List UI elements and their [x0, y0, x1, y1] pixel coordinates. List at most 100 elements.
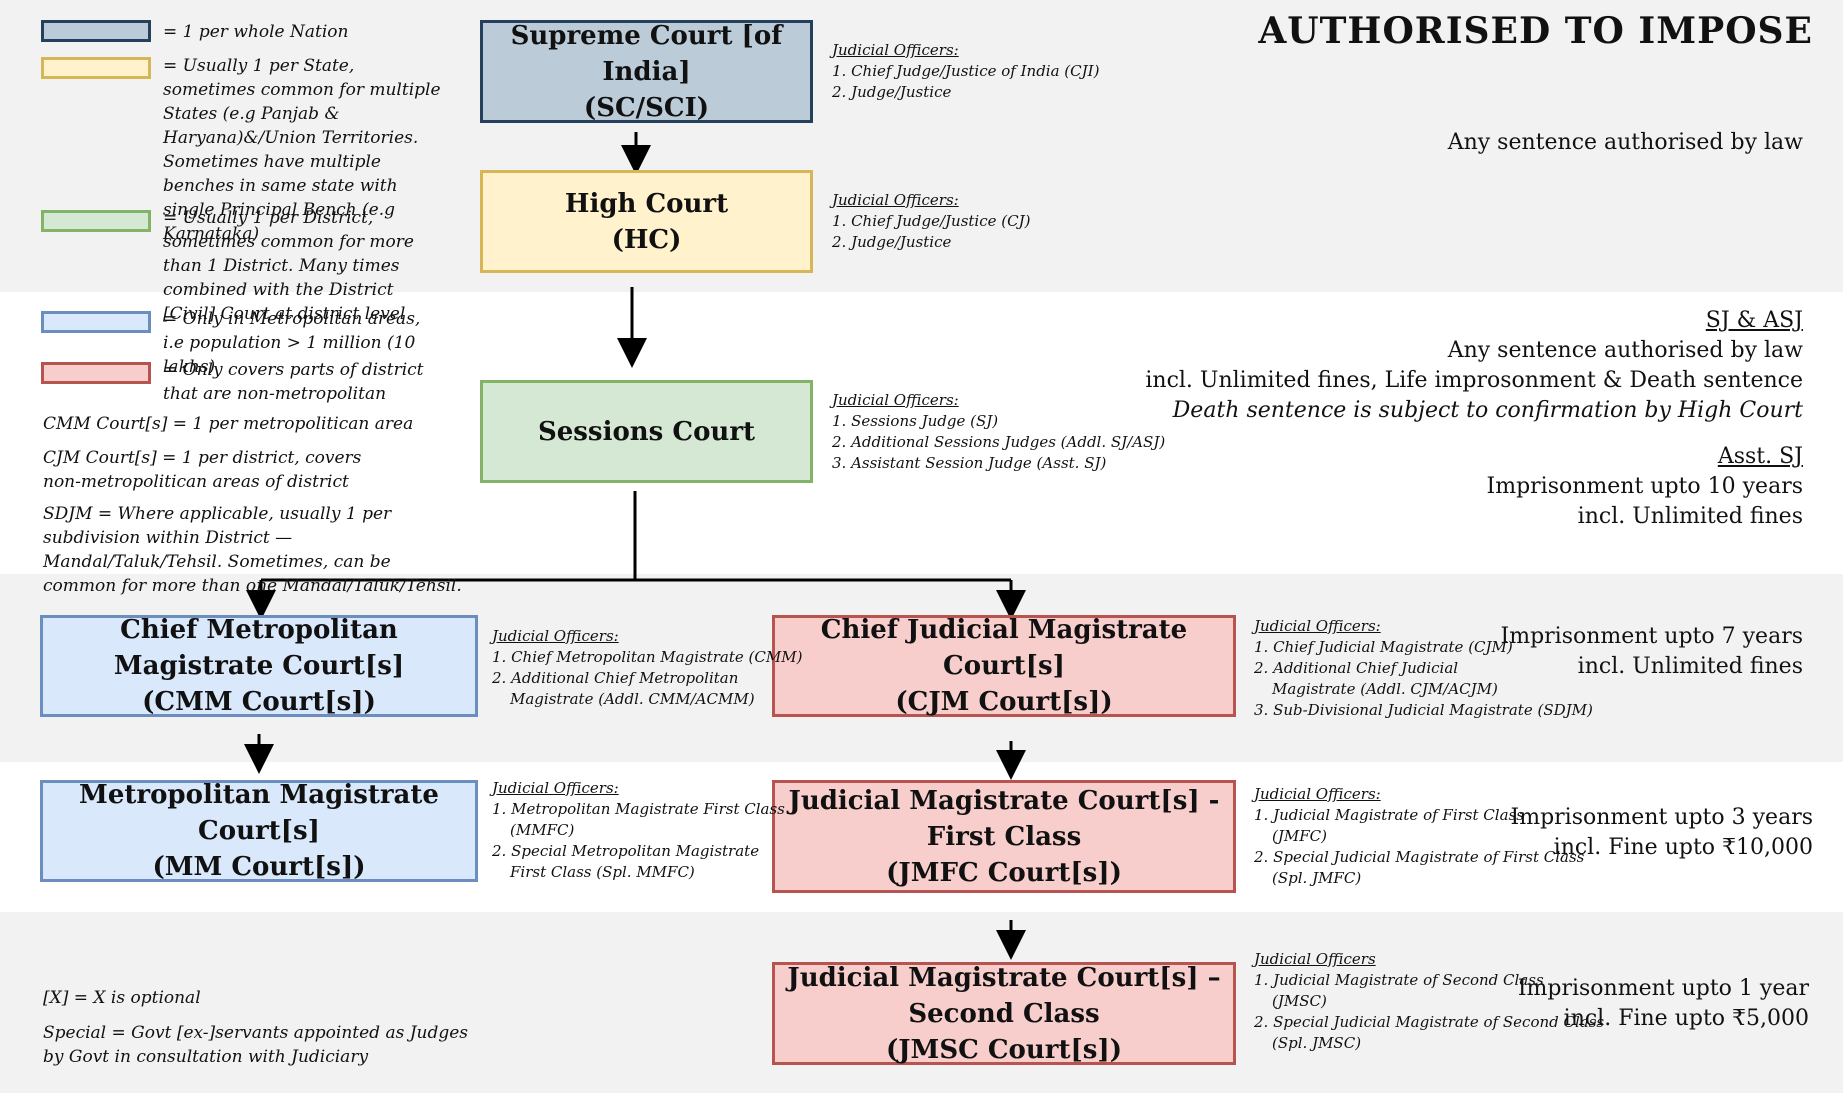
sentence-jmfc-line: Imprisonment upto 3 years: [1510, 805, 1813, 830]
officers-cjm-heading: Judicial Officers:: [1254, 617, 1381, 635]
officers-cmm-item: 1. Chief Metropolitan Magistrate (CMM): [492, 648, 803, 666]
officers-jmsc-heading: Judicial Officers: [1254, 950, 1376, 968]
sentence-sc-hc-text: Any sentence authorised by law: [1447, 130, 1803, 155]
officers-cjm-item: Magistrate (Addl. CJM/ACJM): [1272, 680, 1498, 698]
officers-sc-heading: Judicial Officers:: [832, 41, 959, 59]
court-cjm-abbr: (CJM Court[s]): [895, 687, 1113, 717]
legend-swatch-metro: [41, 311, 151, 333]
sentence-sj-line: Any sentence authorised by law: [1447, 338, 1803, 363]
officers-hc-heading: Judicial Officers:: [832, 191, 959, 209]
note-sdjm: SDJM = Where applicable, usually 1 per s…: [43, 504, 462, 596]
court-high: High Court (HC): [480, 170, 813, 273]
sentence-cjm: Imprisonment upto 7 years incl. Unlimite…: [1501, 622, 1803, 682]
court-mm: Metropolitan Magistrate Court[s] (MM Cou…: [40, 780, 478, 882]
legend-text-nation: = 1 per whole Nation: [163, 22, 349, 42]
court-jmfc-name: Judicial Magistrate Court[s] - First Cla…: [788, 785, 1220, 852]
officers-jmfc-heading: Judicial Officers:: [1254, 785, 1381, 803]
court-supreme-name: Supreme Court [of India]: [510, 20, 783, 87]
sentence-jmsc: Imprisonment upto 1 year incl. Fine upto…: [1518, 974, 1809, 1034]
band-top: [0, 0, 1843, 292]
sentence-asst-line: Imprisonment upto 10 years: [1486, 474, 1803, 499]
officers-hc-item: 1. Chief Judge/Justice (CJ): [832, 212, 1031, 230]
sentence-sc-hc: Any sentence authorised by law: [1448, 128, 1803, 158]
sentence-cjm-line: Imprisonment upto 7 years: [1500, 624, 1803, 649]
officers-cmm: Judicial Officers: 1. Chief Metropolitan…: [492, 626, 802, 710]
sentence-sessions: SJ & ASJ Any sentence authorised by law …: [1103, 306, 1803, 532]
officers-sc-item: 2. Judge/Justice: [832, 83, 952, 101]
sentence-asst-heading: Asst. SJ: [1717, 444, 1803, 469]
legend-text-state: = Usually 1 per State, sometimes common …: [163, 56, 441, 244]
sentence-sj-line: incl. Unlimited fines, Life improsonment…: [1145, 368, 1803, 393]
court-jmfc-abbr: (JMFC Court[s]): [886, 857, 1122, 888]
officers-sessions-item: 2. Additional Sessions Judges (Addl. SJ/…: [832, 433, 1166, 451]
officers-sc-item: 1. Chief Judge/Justice of India (CJI): [832, 62, 1100, 80]
officers-cmm-item: 2. Additional Chief Metropolitan: [492, 669, 739, 687]
officers-mm-item: 2. Special Metropolitan Magistrate: [492, 842, 760, 860]
sentence-jmfc-line: incl. Fine upto ₹10,000: [1553, 835, 1813, 860]
sentence-sj-heading: SJ & ASJ: [1705, 308, 1803, 333]
sentence-jmsc-line: incl. Fine upto ₹5,000: [1563, 1006, 1809, 1031]
sentence-asst-line: incl. Unlimited fines: [1577, 504, 1803, 529]
officers-sessions-item: 1. Sessions Judge (SJ): [832, 412, 999, 430]
court-cmm-abbr: (CMM Court[s]): [142, 687, 376, 717]
officers-jmsc-item: 2. Special Judicial Magistrate of Second…: [1254, 1013, 1605, 1031]
officers-cjm-item: 3. Sub-Divisional Judicial Magistrate (S…: [1254, 701, 1593, 719]
officers-sessions: Judicial Officers: 1. Sessions Judge (SJ…: [832, 390, 1165, 474]
legend-text-district: = Usually 1 per District, sometimes comm…: [163, 208, 414, 324]
officers-sc: Judicial Officers: 1. Chief Judge/Justic…: [832, 40, 1099, 103]
court-high-name: High Court: [564, 188, 729, 219]
court-jmfc: Judicial Magistrate Court[s] - First Cla…: [772, 780, 1236, 893]
court-mm-abbr: (MM Court[s]): [152, 852, 366, 882]
officers-cmm-item: Magistrate (Addl. CMM/ACMM): [510, 690, 755, 708]
sentence-sj-line: Death sentence is subject to confirmatio…: [1172, 398, 1803, 423]
officers-jmfc-item: 2. Special Judicial Magistrate of First …: [1254, 848, 1585, 866]
officers-jmfc: Judicial Officers: 1. Judicial Magistrat…: [1254, 784, 1584, 889]
legend-swatch-nation: [41, 20, 151, 42]
court-jmsc-name: Judicial Magistrate Court[s] – Second Cl…: [787, 962, 1221, 1029]
officers-mm-item: 1. Metropolitan Magistrate First Class: [492, 800, 785, 818]
officers-jmsc-item: (JMSC): [1272, 992, 1327, 1010]
note-optional: [X] = X is optional: [43, 988, 201, 1008]
legend-swatch-district: [41, 210, 151, 232]
note-special: Special = Govt [ex-]servants appointed a…: [43, 1023, 469, 1067]
officers-jmfc-item: (JMFC): [1272, 827, 1327, 845]
court-sessions: Sessions Court: [480, 380, 813, 483]
court-cmm-name: Chief Metropolitan Magistrate Court[s]: [113, 615, 405, 681]
officers-cjm-item: 1. Chief Judicial Magistrate (CJM): [1254, 638, 1513, 656]
court-supreme: Supreme Court [of India] (SC/SCI): [480, 20, 813, 123]
officers-mm-item: (MMFC): [510, 821, 575, 839]
court-jmsc-abbr: (JMSC Court[s]): [885, 1034, 1123, 1065]
officers-mm-heading: Judicial Officers:: [492, 779, 619, 797]
note-cjm: CJM Court[s] = 1 per district, covers no…: [43, 448, 362, 492]
officers-jmfc-item: 1. Judicial Magistrate of First Class: [1254, 806, 1524, 824]
officers-hc: Judicial Officers: 1. Chief Judge/Justic…: [832, 190, 1030, 253]
court-jmsc: Judicial Magistrate Court[s] – Second Cl…: [772, 962, 1236, 1065]
sentence-jmfc: Imprisonment upto 3 years incl. Fine upt…: [1511, 803, 1813, 863]
legend-swatch-nonmetro: [41, 362, 151, 384]
officers-hc-item: 2. Judge/Justice: [832, 233, 952, 251]
court-mm-name: Metropolitan Magistrate Court[s]: [79, 780, 439, 846]
officers-sessions-item: 3. Assistant Session Judge (Asst. SJ): [832, 454, 1107, 472]
legend-text-metro: = Only in Metropolitan areas, i.e popula…: [163, 309, 421, 377]
officers-cjm: Judicial Officers: 1. Chief Judicial Mag…: [1254, 616, 1593, 721]
note-cmm: CMM Court[s] = 1 per metropolitican area: [43, 414, 414, 434]
officers-mm: Judicial Officers: 1. Metropolitan Magis…: [492, 778, 785, 883]
page-title: AUTHORISED TO IMPOSE: [1258, 10, 1813, 52]
officers-jmsc-item: 1. Judicial Magistrate of Second Class: [1254, 971, 1544, 989]
officers-cmm-heading: Judicial Officers:: [492, 627, 619, 645]
officers-sessions-heading: Judicial Officers:: [832, 391, 959, 409]
officers-mm-item: First Class (Spl. MMFC): [510, 863, 695, 881]
officers-jmsc: Judicial Officers 1. Judicial Magistrate…: [1254, 949, 1604, 1054]
officers-cjm-item: 2. Additional Chief Judicial: [1254, 659, 1459, 677]
legend-swatch-state: [41, 57, 151, 79]
court-cmm: Chief Metropolitan Magistrate Court[s] (…: [40, 615, 478, 717]
court-sessions-name: Sessions Court: [537, 416, 756, 447]
officers-jmsc-item: (Spl. JMSC): [1272, 1034, 1362, 1052]
sentence-jmsc-line: Imprisonment upto 1 year: [1517, 976, 1809, 1001]
court-cjm: Chief Judicial Magistrate Court[s] (CJM …: [772, 615, 1236, 717]
court-cjm-name: Chief Judicial Magistrate Court[s]: [820, 615, 1188, 681]
sentence-cjm-line: incl. Unlimited fines: [1577, 654, 1803, 679]
legend-text-nonmetro: = Only covers parts of district that are…: [163, 360, 424, 404]
court-supreme-abbr: (SC/SCI): [583, 92, 710, 123]
